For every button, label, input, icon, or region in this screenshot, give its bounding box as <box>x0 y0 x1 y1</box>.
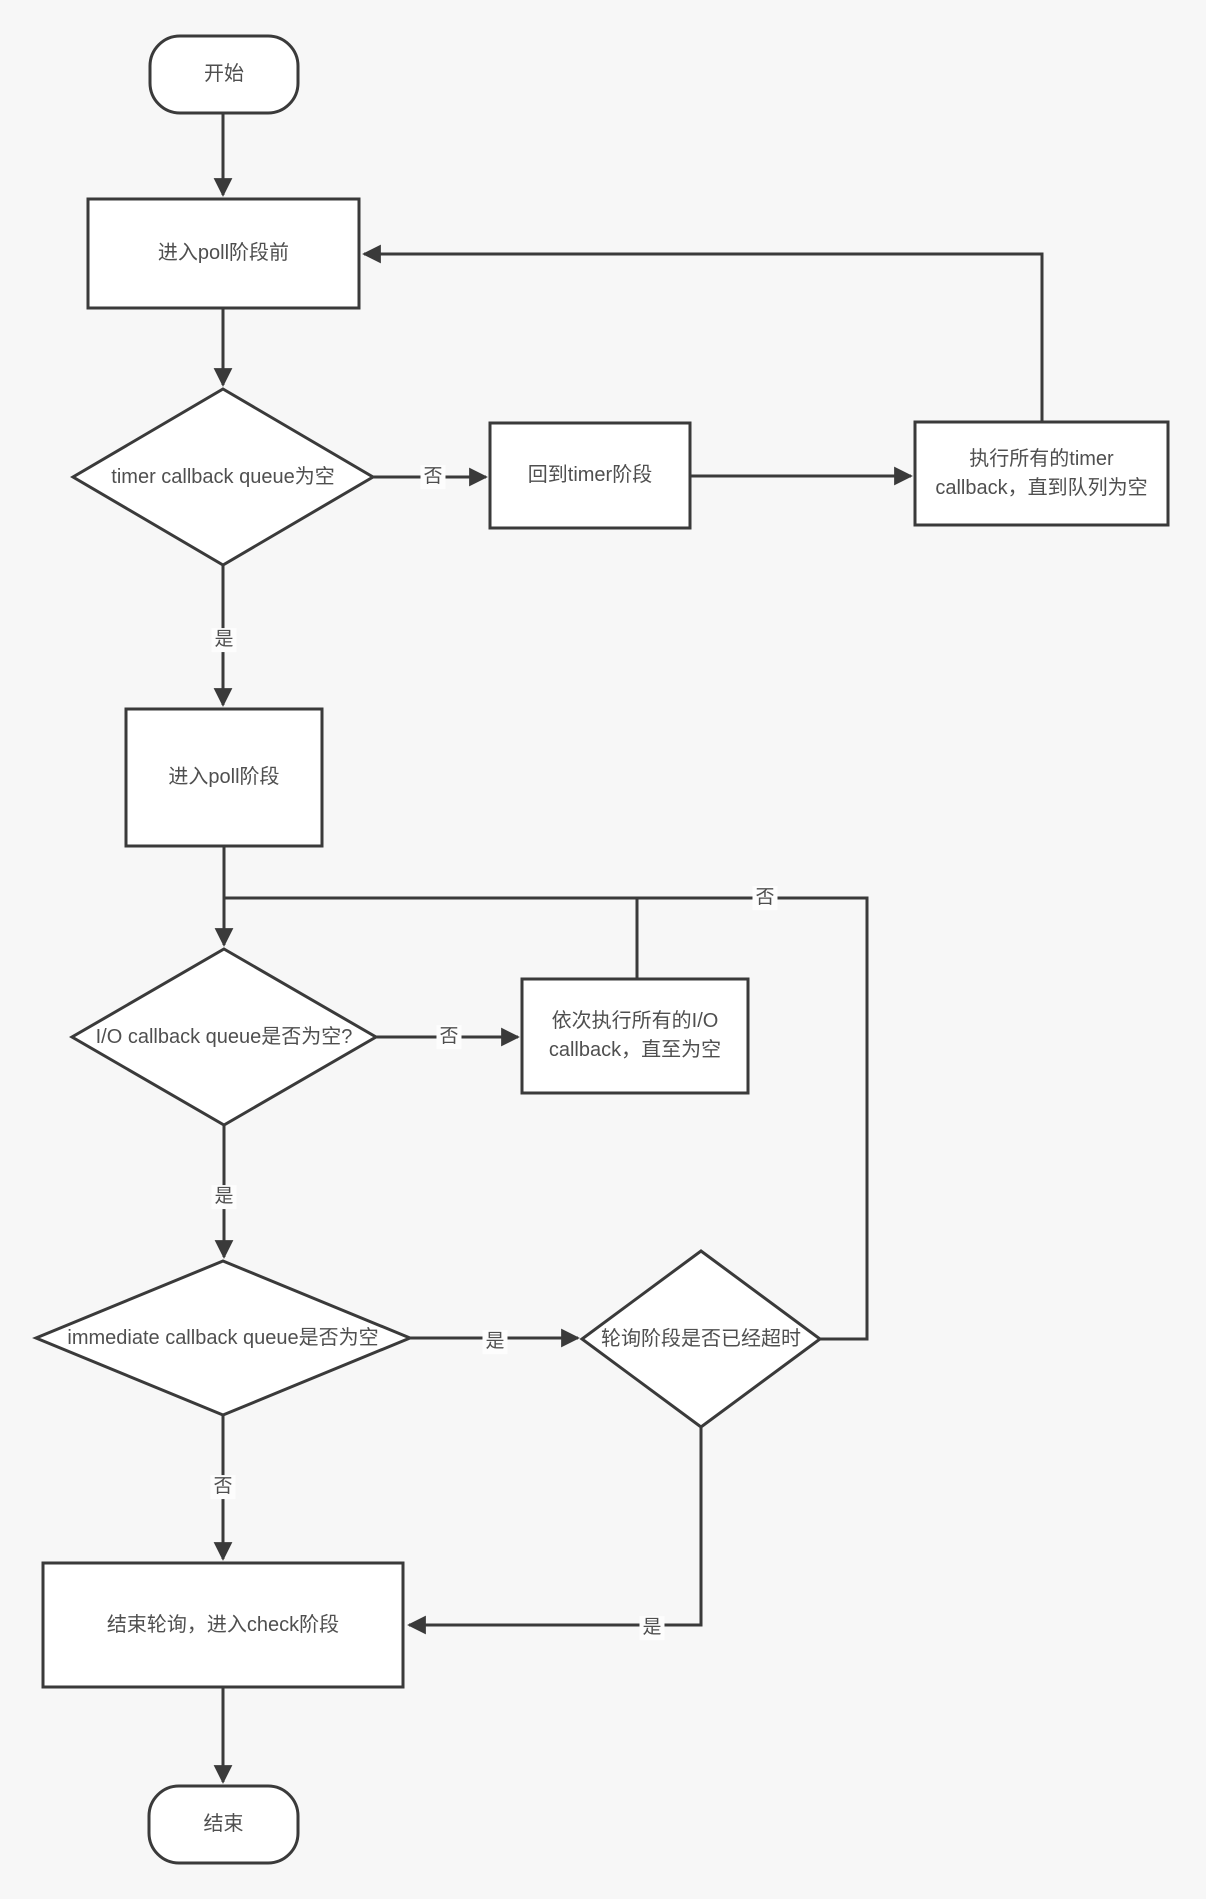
timer-queue-empty-decision-shape <box>70 387 376 567</box>
before-poll-node-shape <box>86 197 361 310</box>
edge-poll-timeout-yes <box>407 1427 703 1635</box>
immediate-queue-empty-decision-shape <box>32 1259 414 1417</box>
end-check-node-shape <box>41 1561 405 1689</box>
exec-timer-node-shape <box>913 420 1170 527</box>
back-to-timer-node-shape <box>488 421 692 530</box>
enter-poll-node-shape <box>124 707 324 848</box>
edge-poll-timeout-no-loop <box>224 896 869 1341</box>
io-queue-empty-decision-shape <box>69 947 379 1127</box>
start-node-shape <box>148 34 300 115</box>
end-node-shape <box>147 1784 300 1865</box>
edge-exec-timer-loop-back <box>362 244 1044 422</box>
poll-timeout-decision-shape <box>579 1249 823 1429</box>
exec-io-node-shape <box>520 977 750 1095</box>
